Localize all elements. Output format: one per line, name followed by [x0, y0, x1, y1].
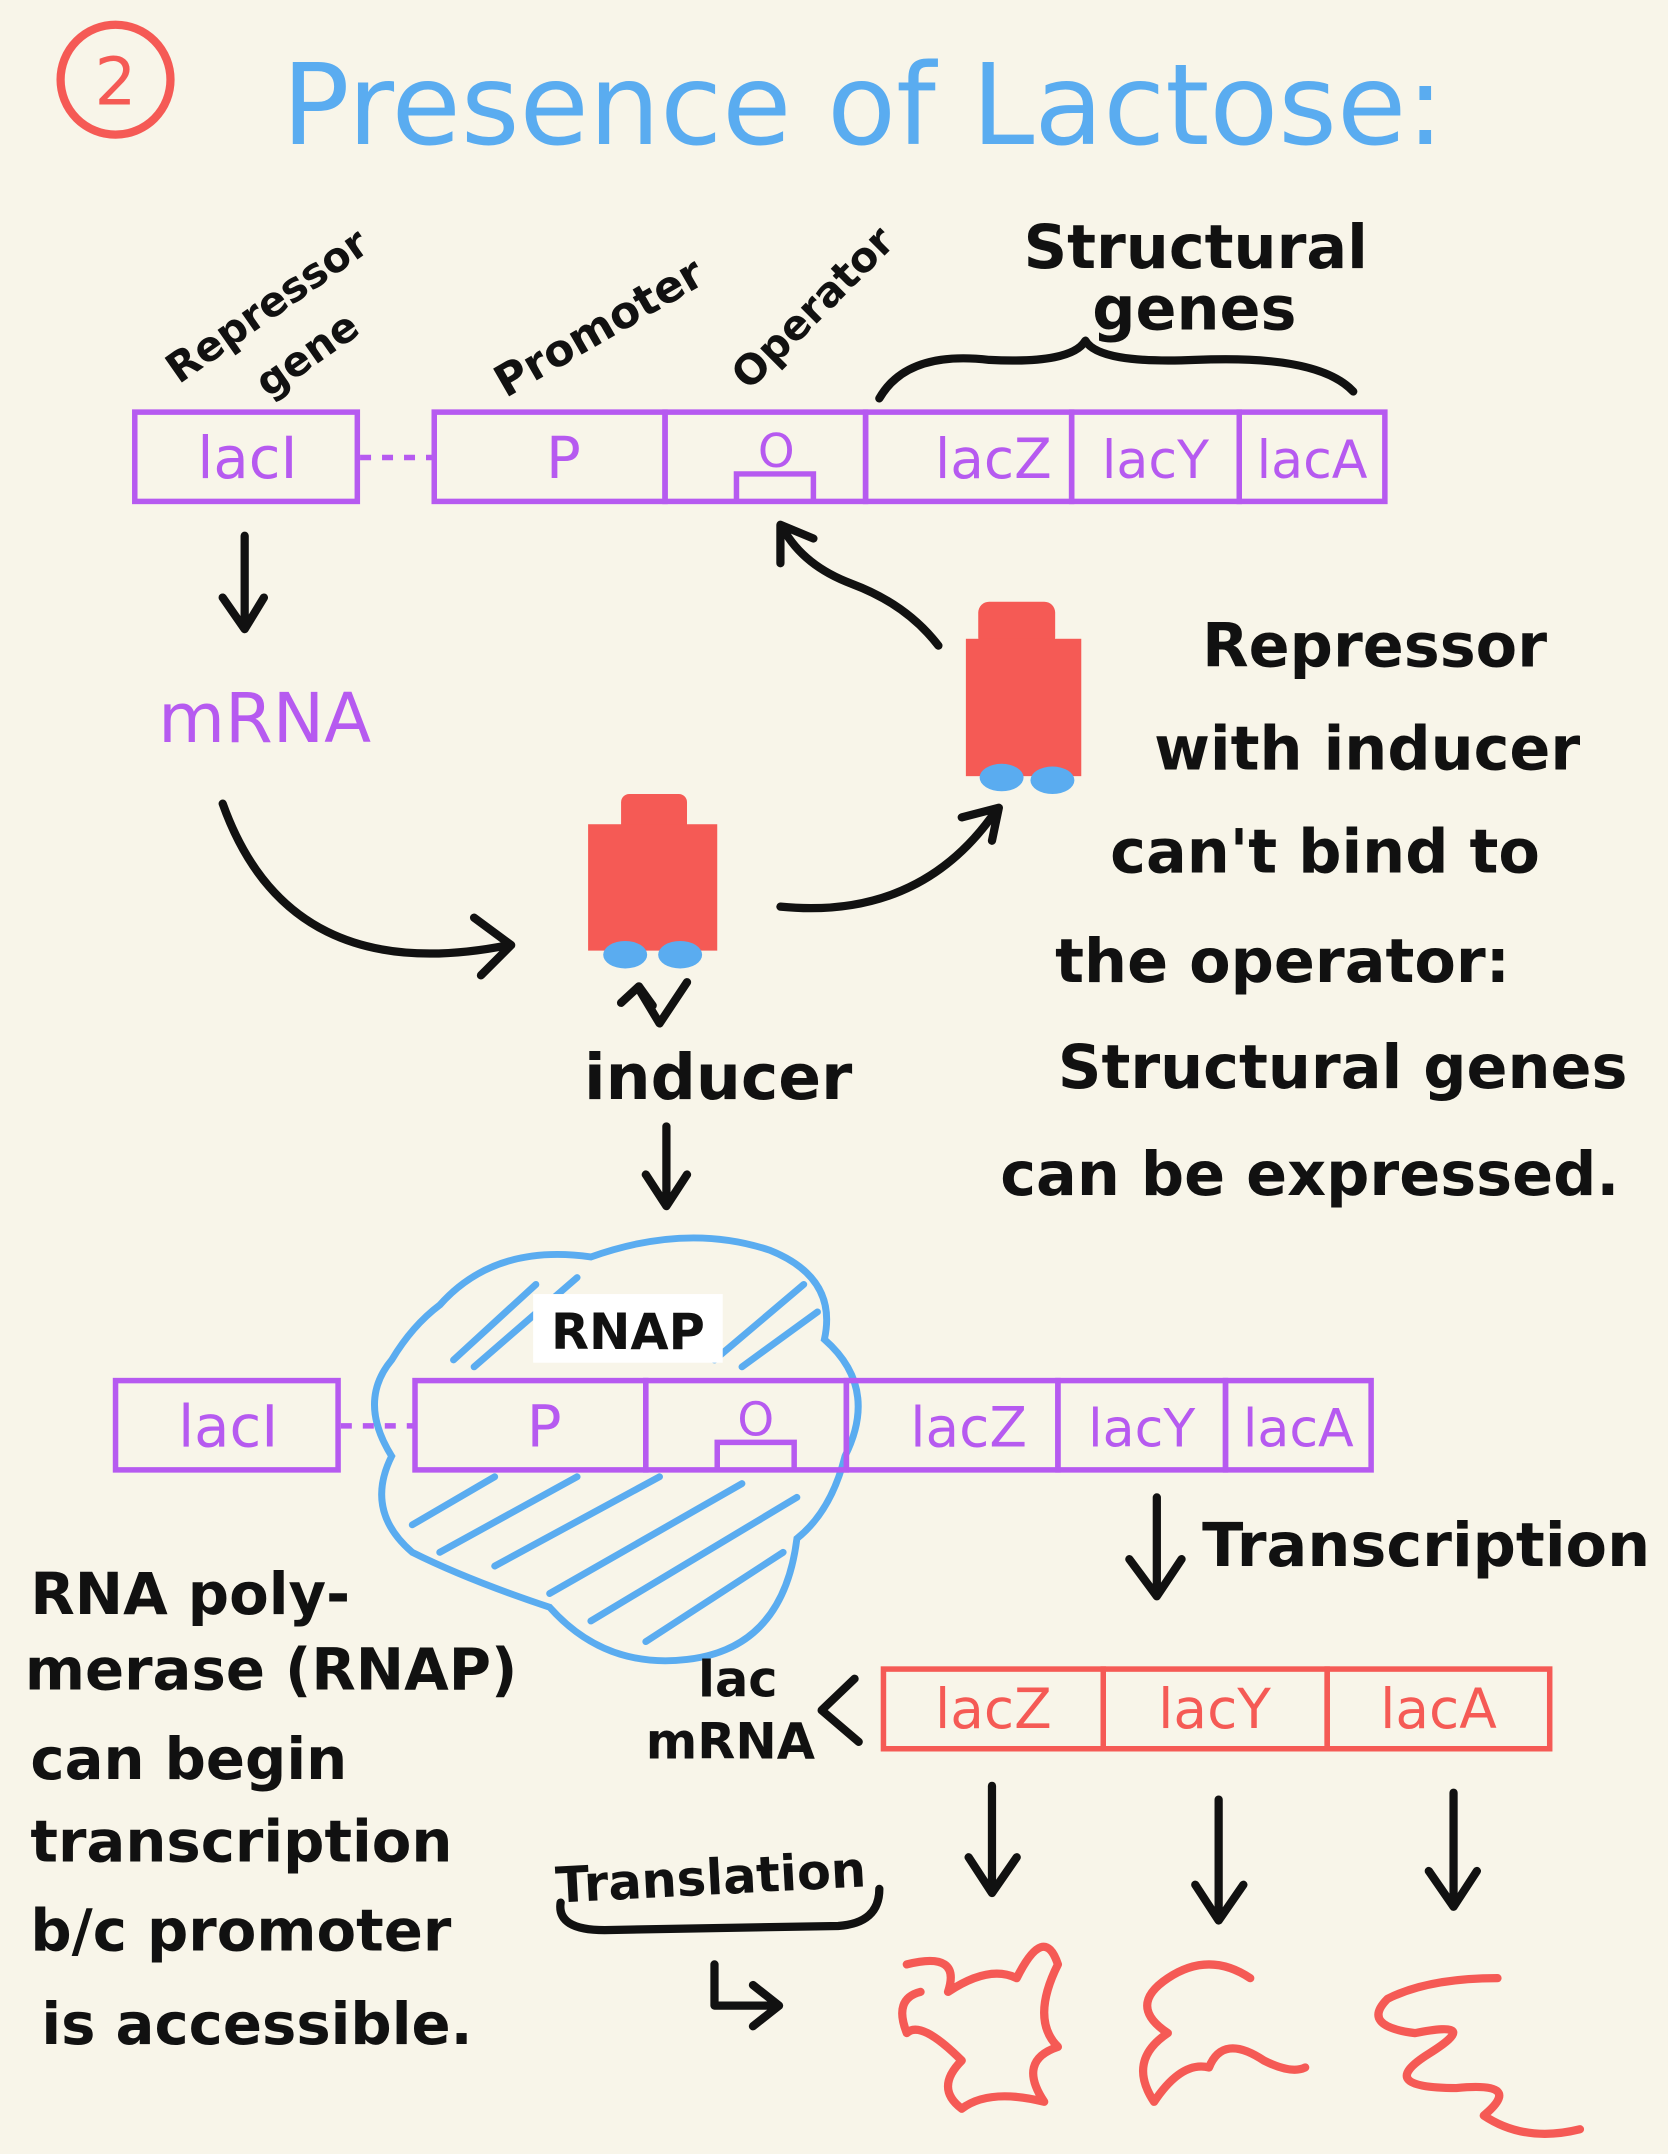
svg-text:lacY: lacY	[1102, 431, 1209, 491]
svg-text:lacZ: lacZ	[935, 427, 1052, 491]
down-arrow-icon	[1191, 1795, 1248, 1925]
repressor-with-inducer	[965, 601, 1082, 795]
binding-arrow-icon	[616, 978, 692, 1028]
svg-text:lacZ: lacZ	[910, 1396, 1027, 1460]
operator-label: Operator	[722, 216, 904, 398]
down-arrow-icon	[641, 1122, 692, 1211]
svg-text:lacY: lacY	[1158, 1677, 1271, 1741]
svg-text:Structural genes: Structural genes	[1058, 1033, 1628, 1103]
brace-icon	[875, 336, 1358, 403]
operon-bottom: lacI P O lacZ lacY lacA	[112, 1377, 1374, 1473]
curved-arrow-icon	[776, 803, 1003, 913]
svg-text:lacA: lacA	[1380, 1677, 1497, 1741]
lac-mrna-label-1: lac	[698, 1651, 778, 1709]
bracket-icon	[817, 1674, 863, 1747]
inducer-molecule	[603, 941, 648, 969]
svg-text:can't bind to: can't bind to	[1110, 817, 1540, 887]
svg-text:merase (RNAP): merase (RNAP)	[25, 1636, 518, 1704]
structural-genes-label-1: Structural	[1024, 213, 1368, 283]
svg-text:O: O	[737, 1394, 774, 1448]
title: Presence of Lactose:	[282, 39, 1444, 171]
promoter-label: Promoter	[486, 247, 713, 408]
turn-arrow-icon	[710, 1960, 784, 2031]
repressor-gene-label: Repressor gene	[157, 218, 378, 406]
svg-text:P: P	[527, 1393, 562, 1461]
structural-genes-label-2: genes	[1092, 275, 1296, 345]
svg-text:can be expressed.: can be expressed.	[1000, 1140, 1619, 1210]
repressor-note: Repressor with inducer can't bind to the…	[1000, 611, 1627, 1210]
rnap-note: RNA poly- merase (RNAP) can begin transc…	[25, 1560, 518, 2058]
lacz-protein	[898, 1942, 1063, 2113]
down-arrow-icon	[1424, 1788, 1482, 1911]
operon-top: lacI P O lacZ lacY lacA	[132, 409, 1388, 505]
svg-text:can begin: can begin	[30, 1725, 347, 1793]
lacy-protein	[1138, 1960, 1310, 2106]
svg-text:lacI: lacI	[197, 424, 297, 492]
svg-text:lacA: lacA	[1257, 431, 1368, 491]
rna-polymerase: RNAP	[371, 1234, 862, 1665]
svg-text:lacI: lacI	[178, 1393, 278, 1461]
transcription-label: Transcription	[1202, 1511, 1650, 1581]
svg-text:is accessible.: is accessible.	[41, 1990, 472, 2058]
svg-text:RNA poly-: RNA poly-	[30, 1560, 350, 1628]
inducer-molecule	[658, 941, 703, 969]
translation-label: Translation	[554, 1840, 867, 1914]
down-arrow-icon	[1125, 1493, 1186, 1601]
step-number-circle	[56, 20, 175, 139]
down-arrow-icon	[218, 531, 269, 634]
mrna-label: mRNA	[158, 679, 371, 759]
inducer-label: inducer	[584, 1040, 852, 1114]
svg-text:P: P	[546, 424, 581, 492]
svg-text:lacY: lacY	[1088, 1400, 1195, 1460]
curved-arrow-icon	[218, 799, 516, 980]
repressor-protein	[588, 794, 718, 969]
down-arrow-icon	[964, 1781, 1021, 1898]
step-number: 2	[95, 43, 137, 120]
svg-text:b/c promoter: b/c promoter	[30, 1897, 451, 1965]
svg-text:the operator:: the operator:	[1055, 927, 1510, 997]
rnap-label: RNAP	[551, 1303, 705, 1361]
svg-text:transcription: transcription	[30, 1807, 452, 1875]
svg-text:lacZ: lacZ	[935, 1677, 1052, 1741]
svg-text:Repressor: Repressor	[1202, 611, 1547, 681]
curved-arrow-icon	[776, 520, 943, 650]
lac-mrna: lacZ lacY lacA	[880, 1666, 1553, 1752]
svg-text:lacA: lacA	[1243, 1400, 1354, 1460]
brace-icon	[556, 1884, 884, 1935]
svg-text:O: O	[758, 425, 795, 479]
laca-protein	[1374, 1974, 1585, 2138]
lac-mrna-label-2: mRNA	[646, 1712, 816, 1770]
svg-text:with inducer: with inducer	[1154, 714, 1580, 784]
